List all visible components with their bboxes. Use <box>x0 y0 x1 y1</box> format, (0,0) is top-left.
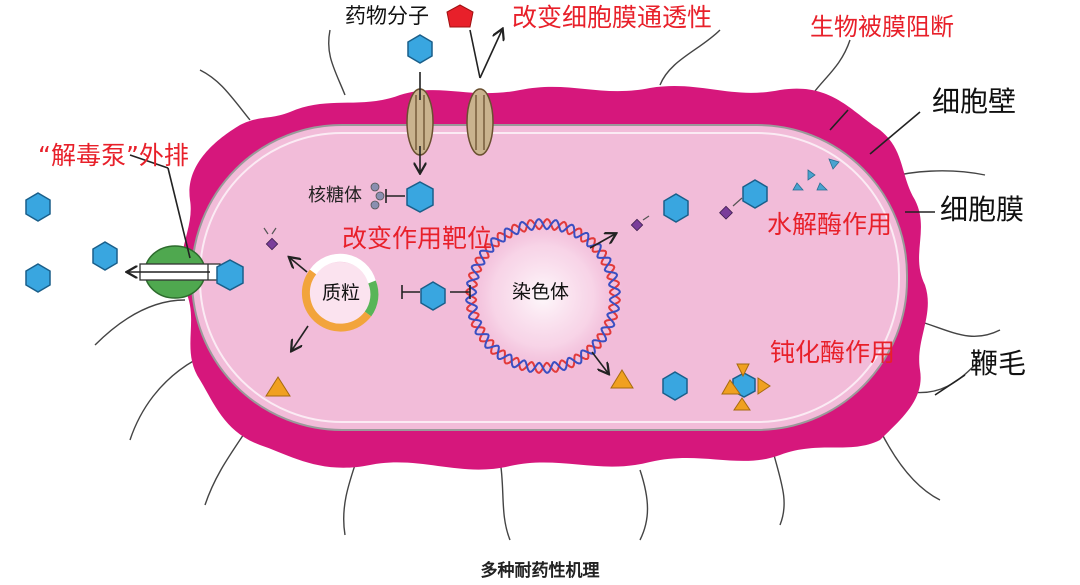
label-flagellum: 鞭毛 <box>970 347 1027 380</box>
label-cell-wall: 细胞壁 <box>932 85 1017 118</box>
label-plasmid: 质粒 <box>322 282 361 304</box>
label-hydrolase: 水解酶作用 <box>767 210 893 239</box>
drug-molecules <box>25 34 768 401</box>
label-chromosome: 染色体 <box>512 281 570 303</box>
label-biofilm: 生物被膜阻断 <box>810 13 954 41</box>
cleaved-drug-icons <box>263 197 743 251</box>
bacteria-diagram <box>25 4 1001 541</box>
label-efflux-pump: “解毒泵”外排 <box>38 141 189 170</box>
arrows <box>128 30 966 396</box>
small-fragments <box>792 158 840 191</box>
inactivated-fragments <box>265 363 771 411</box>
porin-channel-right <box>466 88 494 156</box>
ribosome-icon <box>370 182 385 210</box>
drug-red-icon <box>446 4 474 28</box>
figure-caption: 多种耐药性机理 <box>480 561 600 581</box>
label-target-change: 改变作用靶位 <box>342 224 493 253</box>
label-passivation: 钝化酶作用 <box>770 338 896 367</box>
plasmid <box>301 253 379 332</box>
chromosome <box>458 211 628 381</box>
label-ribosome: 核糖体 <box>308 185 362 206</box>
label-drug-molecule: 药物分子 <box>345 4 429 28</box>
label-permeability: 改变细胞膜通透性 <box>512 3 713 32</box>
label-cell-membrane: 细胞膜 <box>940 193 1025 226</box>
